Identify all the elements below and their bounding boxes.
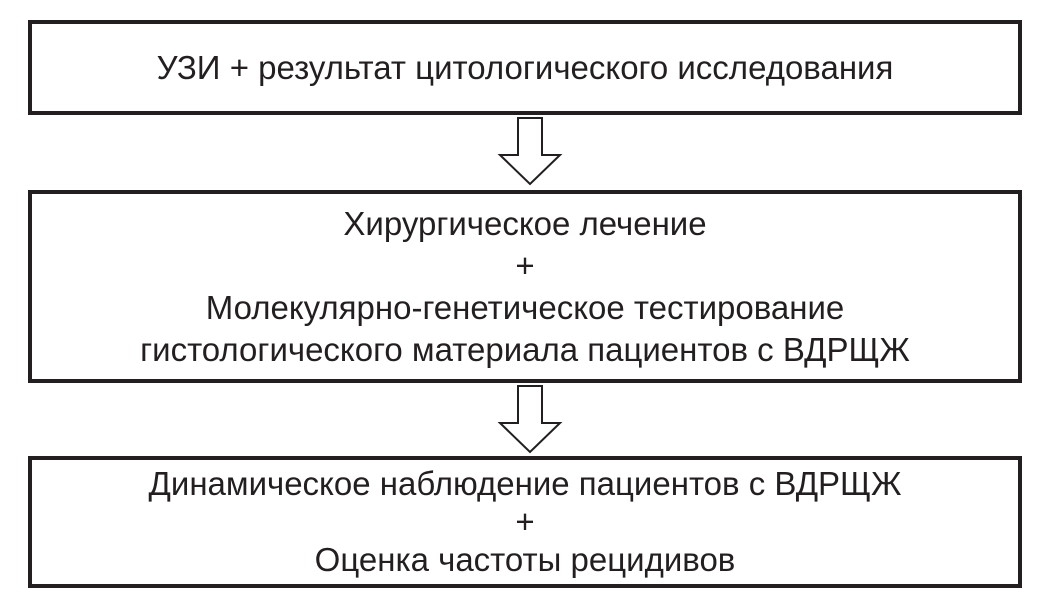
plus-sign: + [515,246,535,284]
step-box-surgery-testing: Хирургическое лечение + Молекулярно-гене… [28,190,1022,383]
step-text: Хирургическое лечение [343,204,707,242]
step-text: Оценка частоты рецидивов [314,541,736,578]
plus-sign: + [515,503,535,540]
step-text: гистологического материала пациентов с В… [140,330,910,368]
step-box-ultrasound-cytology: УЗИ + результат цитологического исследов… [28,20,1022,115]
step-box-follow-up: Динамическое наблюдение пациентов с ВДРЩ… [28,456,1022,588]
step-text: УЗИ + результат цитологического исследов… [156,48,894,86]
step-text: Молекулярно-генетическое тестирование [205,288,845,326]
step-text: Динамическое наблюдение пациентов с ВДРЩ… [148,465,902,502]
down-arrow-icon [497,117,563,186]
down-arrow-icon [497,385,563,454]
